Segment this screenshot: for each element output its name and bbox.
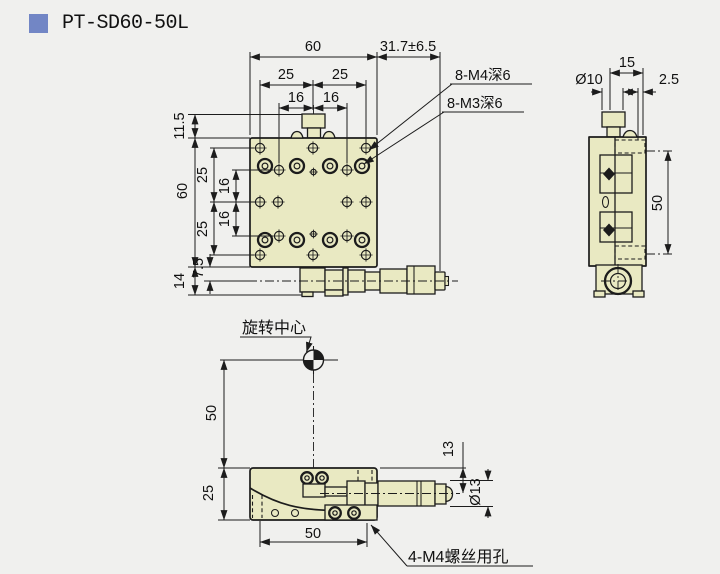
micrometer-front-view — [302, 480, 460, 521]
dim-side-height: 50 — [650, 195, 666, 211]
dim-row-bottom: 25 — [195, 221, 211, 237]
dim-micrometer-diameter: Ø13 — [468, 478, 484, 505]
label-m4-holes: 8-M4深6 — [455, 67, 511, 84]
side-internal-mechanism — [599, 154, 633, 243]
label-rotation-center: 旋转中心 — [242, 319, 306, 337]
dim-axis-offset: 13 — [441, 441, 457, 457]
dim-row-inner-bottom: 16 — [217, 211, 233, 227]
dim-micrometer-travel: 31.7±6.5 — [380, 39, 436, 55]
title-square-icon — [29, 14, 48, 33]
side-body — [588, 136, 647, 267]
side-ear — [622, 129, 638, 138]
title-row: PT-SD60-50L — [29, 12, 189, 35]
dim-row-top: 25 — [195, 167, 211, 183]
side-view-dimensions — [591, 68, 673, 255]
hidden-slide-top — [614, 139, 646, 154]
page-title: PT-SD60-50L — [62, 12, 189, 35]
dim-inner-left: 16 — [288, 90, 304, 106]
front-view: 旋转中心 50 25 13 Ø13 50 4-M4螺丝用孔 — [201, 319, 533, 567]
dim-edge-offset: 2.5 — [659, 72, 679, 88]
dim-base-offset: 7.5 — [191, 258, 207, 278]
label-m3-holes: 8-M3深6 — [447, 95, 503, 112]
front-view-dimensions — [218, 359, 533, 567]
side-knob-head — [601, 111, 626, 128]
side-knob-stem — [606, 126, 621, 138]
dim-inner-right: 16 — [323, 90, 339, 106]
dim-hole-right: 25 — [332, 67, 348, 83]
rotation-center-leader — [240, 336, 313, 353]
dim-hole-left: 25 — [278, 67, 294, 83]
hidden-slide-bottom — [614, 245, 646, 260]
dim-base-height: 14 — [172, 273, 188, 289]
side-view: 15 Ø10 2.5 50 — [575, 55, 679, 298]
dim-row-inner-top: 16 — [217, 178, 233, 194]
goniometer-arc — [249, 487, 335, 512]
side-micrometer-mount — [593, 264, 645, 298]
top-view-dimensions — [188, 52, 532, 296]
dim-hole-span: 50 — [305, 526, 321, 542]
stage-plate-outline — [249, 137, 378, 268]
dim-knob-height: 11.5 — [172, 112, 188, 139]
label-screw-holes: 4-M4螺丝用孔 — [408, 548, 508, 566]
dim-total-height: 60 — [175, 183, 191, 199]
dim-stage-height: 25 — [201, 485, 217, 501]
knob-ear-left — [290, 130, 304, 139]
micrometer-top-view — [248, 265, 458, 298]
knob-ear-right — [322, 130, 336, 139]
dim-knob-diameter: Ø10 — [575, 72, 602, 88]
dim-total-width: 60 — [305, 39, 321, 55]
rotation-center-symbol — [220, 346, 338, 490]
dim-center-height: 50 — [204, 405, 220, 421]
top-view: 60 31.7±6.5 25 25 16 16 8-M4深6 8-M3深6 11… — [172, 39, 532, 298]
dim-top-width: 15 — [619, 55, 635, 71]
